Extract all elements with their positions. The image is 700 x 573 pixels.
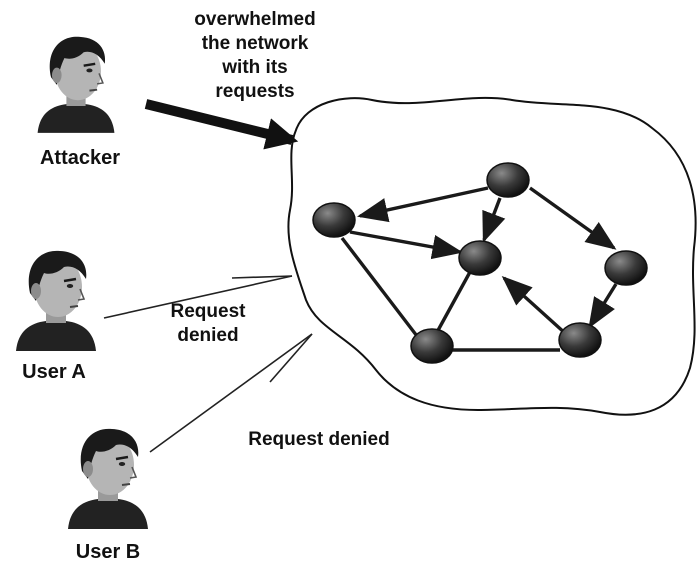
network-node — [558, 322, 602, 358]
attacker-person-icon — [36, 35, 116, 135]
attack-annotation-line: requests — [215, 81, 295, 102]
attacker-label: Attacker — [39, 147, 121, 169]
network-node — [410, 328, 454, 364]
network-node — [458, 240, 502, 276]
user-a-person-icon — [14, 249, 98, 353]
edge-arrow — [588, 283, 618, 329]
edge-arrow — [349, 230, 464, 260]
edge — [340, 236, 422, 342]
user-b-label: User B — [75, 541, 141, 563]
user-b-person-icon — [66, 427, 150, 531]
attack-arrow — [144, 99, 299, 150]
user-a-request — [103, 275, 293, 319]
network-cloud — [287, 96, 697, 416]
network-nodes — [312, 162, 648, 364]
denied-a-line: Request — [170, 301, 246, 322]
attack-annotation-line: the network — [201, 33, 309, 54]
edge-arrow — [482, 197, 506, 243]
edge-arrow — [529, 186, 617, 250]
network-node — [486, 162, 530, 198]
network-node — [312, 202, 356, 238]
attack-annotation-line: with its — [222, 57, 288, 78]
user-a-label: User A — [22, 361, 86, 383]
attack-annotation-line: overwhelmed — [194, 9, 316, 30]
denied-a-line: denied — [177, 325, 239, 346]
edge — [434, 271, 472, 335]
network-edges — [340, 186, 618, 352]
denied-b-annotation: Request denied — [248, 429, 390, 450]
user-b-request — [149, 333, 313, 453]
edge-arrow — [357, 186, 489, 223]
edge-arrow — [501, 275, 568, 336]
attack-annotation: overwhelmed the network with its request… — [170, 8, 340, 104]
denied-a-annotation: Request denied — [148, 300, 268, 348]
network-node — [604, 250, 648, 286]
